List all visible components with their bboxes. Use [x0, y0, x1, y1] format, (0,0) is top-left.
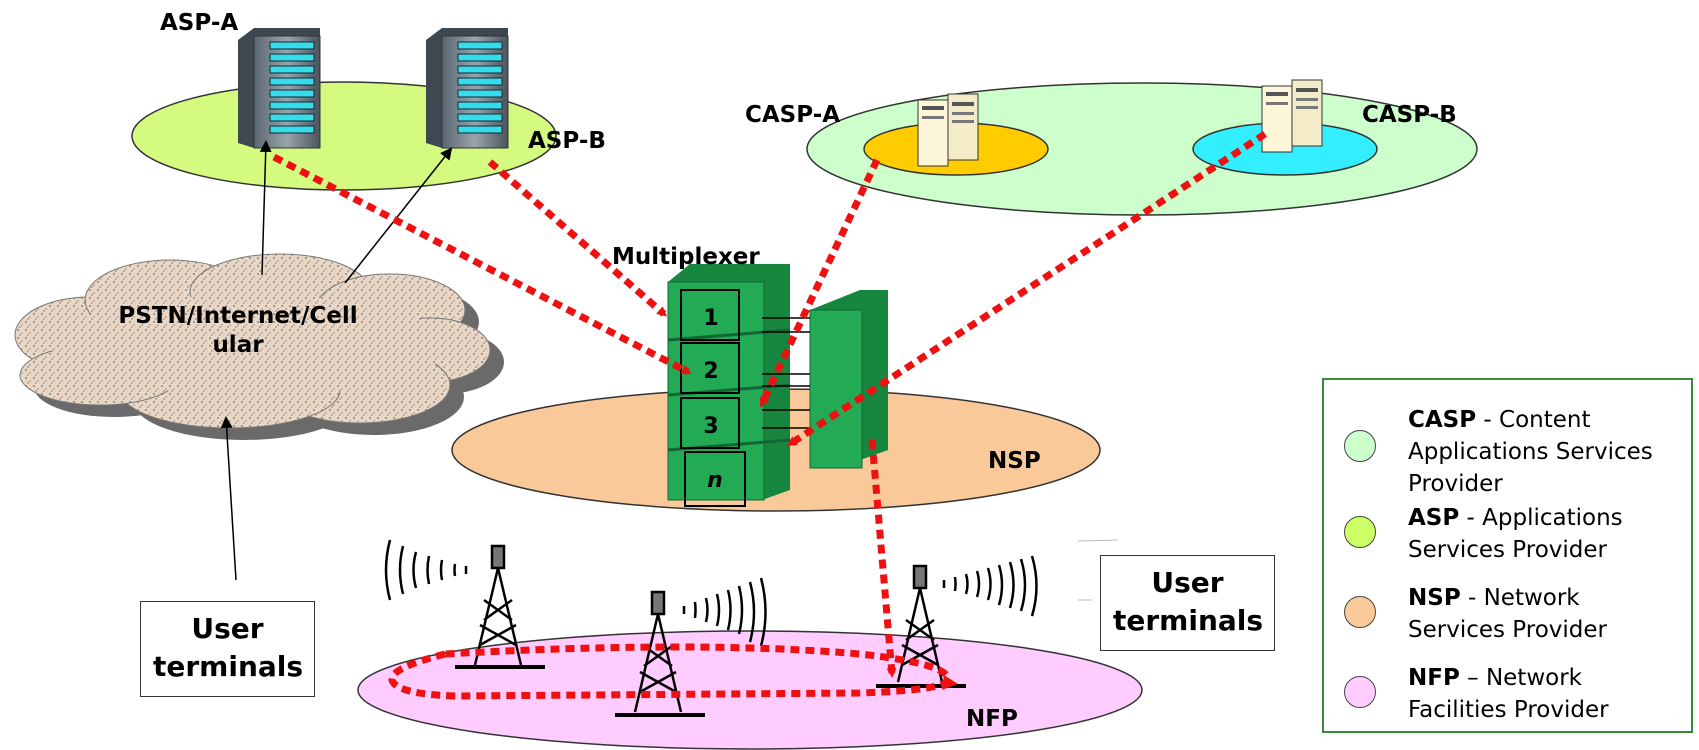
user-terminals-right-text: User terminals [1113, 566, 1264, 637]
legend-swatch-nfp [1344, 676, 1376, 708]
legend-text-casp: CASP - Content Applications Services Pro… [1408, 404, 1678, 500]
legend-abbr-asp: ASP [1408, 505, 1460, 531]
casp-b-label: CASP-B [1362, 102, 1457, 128]
asp-b-label: ASP-B [528, 128, 606, 154]
legend-text-nfp: NFP – Network Facilities Provider [1408, 662, 1678, 726]
legend-text-asp: ASP - Applications Services Provider [1408, 502, 1678, 566]
mux-slot-2-label: 2 [703, 359, 718, 384]
legend-desc-casp: - Content Applications Services Provider [1408, 407, 1653, 497]
multiplexer-block: 1 2 3 n [667, 264, 888, 507]
legend-desc-nfp: – Network Facilities Provider [1408, 665, 1609, 723]
mux-slot-1-label: 1 [703, 306, 718, 331]
casp-a-label: CASP-A [745, 102, 841, 128]
mux-slot-1 [680, 289, 740, 341]
mux-slot-3 [680, 397, 740, 449]
network-cloud-label: PSTN/Internet/Cell ular [118, 303, 358, 358]
legend-swatch-asp [1344, 516, 1376, 548]
legend: CASP - Content Applications Services Pro… [1322, 378, 1693, 733]
nsp-label: NSP [988, 448, 1041, 474]
legend-abbr-nfp: NFP [1408, 665, 1460, 691]
mux-slot-3-label: 3 [703, 414, 718, 439]
legend-abbr-casp: CASP [1408, 407, 1477, 433]
access-arrows [220, 140, 453, 581]
network-cloud [14, 253, 504, 440]
legend-swatch-casp [1344, 430, 1376, 462]
nfp-ring-arrowhead [942, 675, 958, 690]
legend-text-nsp: NSP - Network Services Provider [1408, 582, 1678, 646]
asp-b-server-icon [426, 28, 509, 149]
nfp-label: NFP [966, 706, 1018, 732]
legend-desc-asp: - Applications Services Provider [1408, 505, 1623, 563]
asp-a-server-icon [238, 28, 321, 149]
user-terminals-right-box: User terminals [1100, 555, 1275, 651]
casp-b-server-icon [1261, 79, 1323, 153]
casp-a-server-icon [917, 93, 979, 167]
legend-desc-nsp: - Network Services Provider [1408, 585, 1607, 643]
cell-tower-icon-middle [615, 577, 767, 717]
nfp-ellipse [357, 630, 1143, 750]
mux-slot-n [684, 451, 746, 507]
user-terminals-left-box: User terminals [140, 601, 315, 697]
user-terminals-left-text: User terminals [153, 612, 304, 683]
asp-a-label: ASP-A [160, 10, 239, 36]
multiplexer-label: Multiplexer [612, 244, 760, 270]
legend-swatch-nsp [1344, 596, 1376, 628]
legend-abbr-nsp: NSP [1408, 585, 1461, 611]
mux-slot-n-label: n [707, 468, 723, 493]
